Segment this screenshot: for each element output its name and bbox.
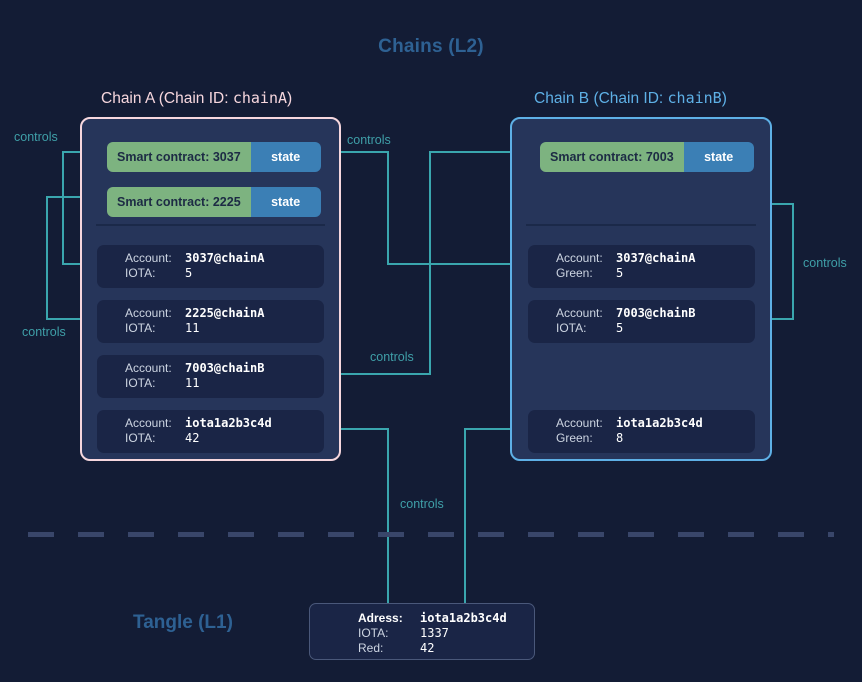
contract-state-badge[interactable]: state xyxy=(250,187,321,217)
account-label: Account: xyxy=(125,416,172,430)
contract-state-badge[interactable]: state xyxy=(250,142,321,172)
token-value: 5 xyxy=(616,321,624,335)
iota-value: 1337 xyxy=(420,626,449,640)
contract-name: Smart contract: 7003 xyxy=(540,142,684,172)
chain-b-title-id: chainB xyxy=(667,89,722,107)
chain-a-smart-contract-2225[interactable]: Smart contract: 2225 state xyxy=(107,187,321,217)
account-value: 7003@chainB xyxy=(185,361,265,375)
chain-a-smart-contract-3037[interactable]: Smart contract: 3037 state xyxy=(107,142,321,172)
chain-b-account-card[interactable]: Account: iota1a2b3c4d Green: 8 xyxy=(528,410,755,453)
chain-b-title: Chain B (Chain ID: chainB) xyxy=(534,89,727,108)
chain-a-account-card[interactable]: Account: iota1a2b3c4d IOTA: 42 xyxy=(97,410,324,453)
edge-label-controls-mid-top: controls xyxy=(347,133,391,147)
account-label: Account: xyxy=(125,251,172,265)
account-label: Account: xyxy=(125,306,172,320)
wire-tangle-to-chaina-iota xyxy=(326,425,389,603)
account-value: iota1a2b3c4d xyxy=(616,416,703,430)
page-title-l2: Chains (L2) xyxy=(378,36,484,57)
chain-a-account-card[interactable]: Account: 2225@chainA IOTA: 11 xyxy=(97,300,324,343)
token-label: Green: xyxy=(556,266,593,280)
chain-b-title-prefix: Chain B (Chain ID: xyxy=(534,90,668,107)
account-value: 3037@chainA xyxy=(616,251,696,265)
token-label: IOTA: xyxy=(125,376,156,390)
chain-a-account-card[interactable]: Account: 7003@chainB IOTA: 11 xyxy=(97,355,324,398)
chain-b-smart-contract-7003[interactable]: Smart contract: 7003 state xyxy=(540,142,754,172)
token-label: IOTA: xyxy=(125,266,156,280)
token-value: 5 xyxy=(616,266,624,280)
account-label: Account: xyxy=(556,251,603,265)
chain-b-title-suffix: ) xyxy=(721,90,727,107)
edge-label-controls-left-bottom: controls xyxy=(22,325,66,339)
wire-sca2-to-account xyxy=(46,196,104,323)
edge-label-controls-right: controls xyxy=(803,256,847,270)
token-label: IOTA: xyxy=(556,321,587,335)
red-label: Red: xyxy=(358,641,384,655)
chain-a-account-card[interactable]: Account: 3037@chainA IOTA: 5 xyxy=(97,245,324,288)
token-value: 8 xyxy=(616,431,624,445)
token-label: IOTA: xyxy=(125,321,156,335)
wire-tangle-to-chainb-iota xyxy=(464,425,522,603)
red-value: 42 xyxy=(420,641,435,655)
iota-label: IOTA: xyxy=(358,626,389,640)
account-label: Account: xyxy=(556,306,603,320)
account-value: iota1a2b3c4d xyxy=(185,416,272,430)
contract-name: Smart contract: 2225 xyxy=(107,187,251,217)
token-label: IOTA: xyxy=(125,431,156,445)
chain-a-title-id: chainA xyxy=(232,89,288,107)
layer-separator-dashed-line xyxy=(28,532,834,537)
edge-label-controls-bottom: controls xyxy=(400,497,444,511)
token-value: 42 xyxy=(185,431,200,445)
token-label: Green: xyxy=(556,431,593,445)
wire-sca1-to-chainb-account xyxy=(313,151,522,268)
tangle-address-card[interactable]: Adress: iota1a2b3c4d IOTA: 1337 Red: 42 xyxy=(309,603,535,660)
page-title-l1: Tangle (L1) xyxy=(133,612,233,633)
account-value: 7003@chainB xyxy=(616,306,696,320)
token-value: 5 xyxy=(185,266,193,280)
address-label: Adress: xyxy=(358,611,403,625)
chain-b-section-divider xyxy=(526,224,756,226)
contract-name: Smart contract: 3037 xyxy=(107,142,251,172)
chain-b-panel[interactable]: Smart contract: 7003 state Account: 3037@… xyxy=(510,117,772,461)
contract-state-badge[interactable]: state xyxy=(683,142,754,172)
chain-a-panel[interactable]: Smart contract: 3037 state Smart contrac… xyxy=(80,117,341,461)
chain-b-account-card[interactable]: Account: 3037@chainA Green: 5 xyxy=(528,245,755,288)
edge-label-controls-left-top: controls xyxy=(14,130,58,144)
edge-label-controls-mid-bottom: controls xyxy=(370,350,414,364)
token-value: 11 xyxy=(185,321,200,335)
account-label: Account: xyxy=(125,361,172,375)
account-label: Account: xyxy=(556,416,603,430)
account-value: 3037@chainA xyxy=(185,251,265,265)
chain-b-account-card[interactable]: Account: 7003@chainB IOTA: 5 xyxy=(528,300,755,343)
chain-a-section-divider xyxy=(96,224,325,226)
chain-a-title-suffix: ) xyxy=(287,90,293,107)
token-value: 11 xyxy=(185,376,200,390)
account-value: 2225@chainA xyxy=(185,306,265,320)
wire-scb1-to-chaina-account xyxy=(326,151,538,378)
chain-a-title: Chain A (Chain ID: chainA) xyxy=(101,89,292,108)
address-value: iota1a2b3c4d xyxy=(420,611,507,625)
chain-a-title-prefix: Chain A (Chain ID: xyxy=(101,90,233,107)
